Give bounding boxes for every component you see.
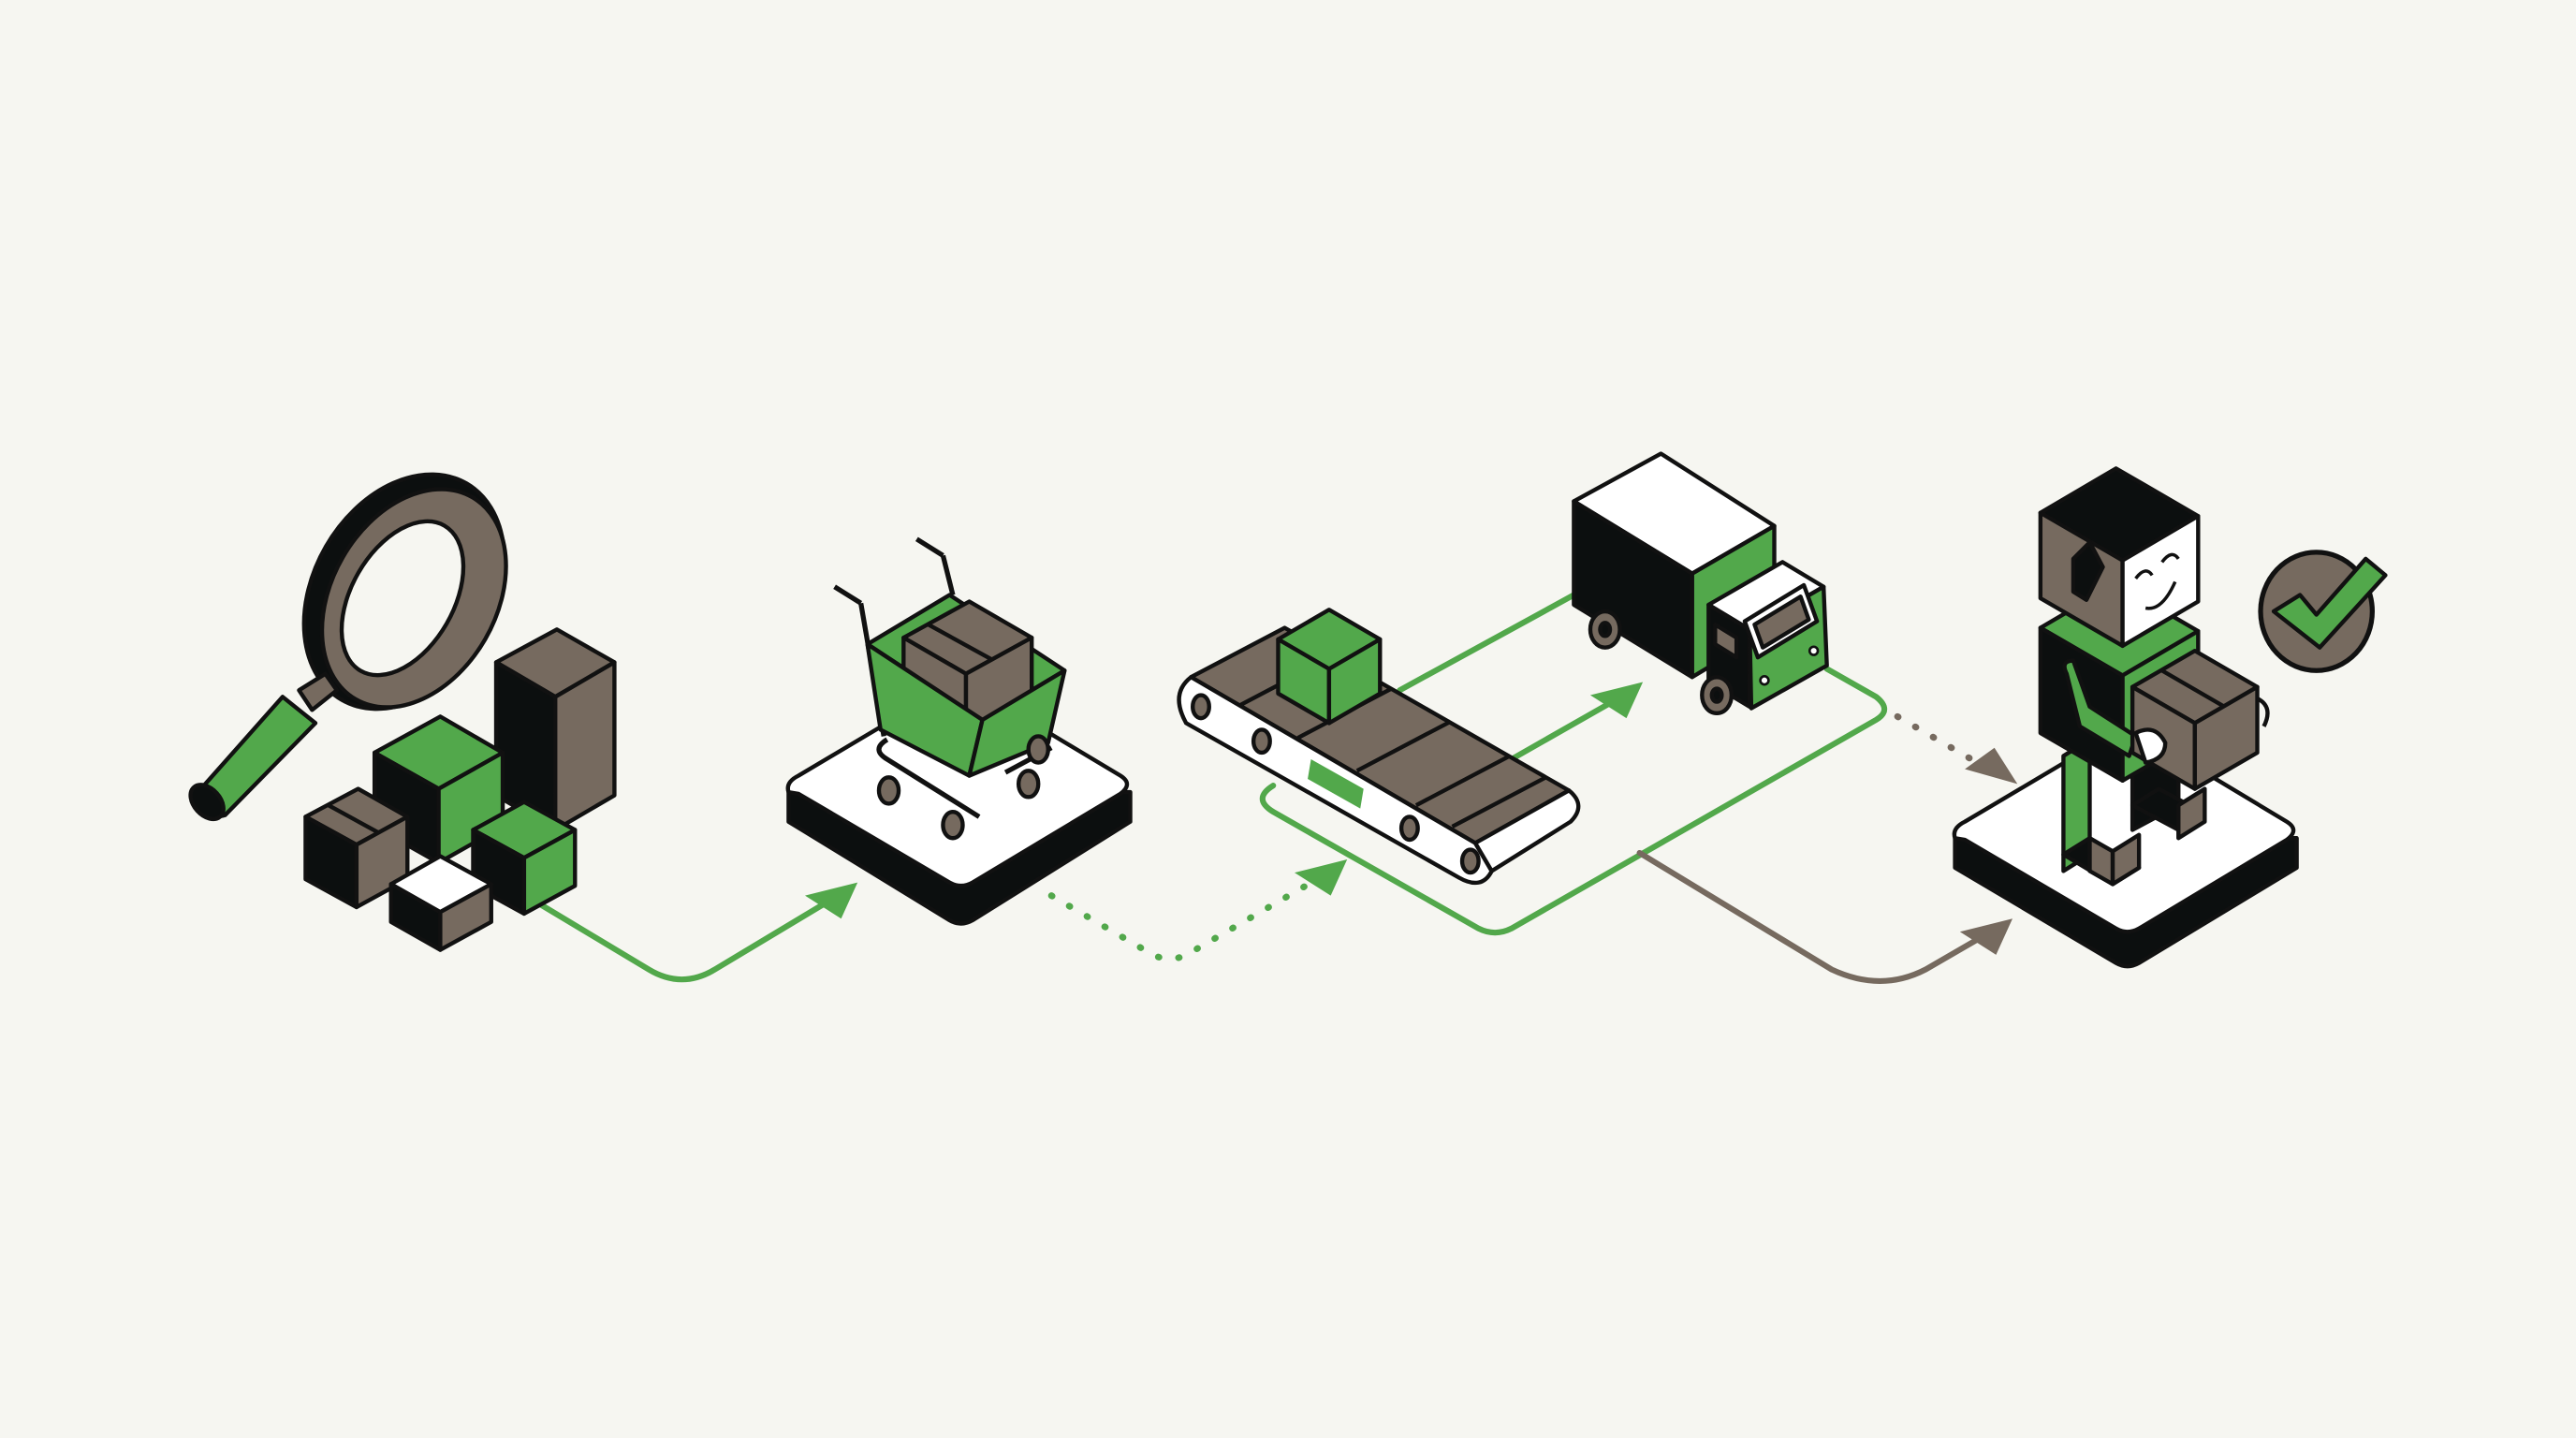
stage-truck <box>1572 451 1829 716</box>
conveyor-belt-icon <box>1177 625 1581 886</box>
connector-cart-to-conveyor <box>1047 877 1318 962</box>
connector-conveyor-to-truck <box>1508 695 1621 763</box>
arrow-head-2 <box>1295 859 1348 896</box>
stage-search <box>188 472 617 952</box>
stage-conveyor <box>1177 608 1581 886</box>
connector-loop <box>1259 666 1888 936</box>
connector-brown-to-customer <box>1636 849 1991 984</box>
connector-search-to-cart <box>531 897 833 983</box>
connector-truck-to-customer-dotted <box>1894 712 1975 763</box>
green-cube-small <box>471 800 578 917</box>
arrow-head-4 <box>1965 747 2018 785</box>
connector-belt-to-truck-upper <box>1397 592 1577 694</box>
tall-block <box>493 627 617 832</box>
arrow-head-3 <box>1589 682 1644 719</box>
person-holding-box-icon <box>2038 466 2270 887</box>
stage-cart <box>785 536 1133 926</box>
check-mark-icon <box>2258 550 2388 673</box>
arrow-head-1 <box>805 882 858 919</box>
delivery-truck-icon <box>1572 451 1829 716</box>
green-box-on-belt <box>1276 608 1383 726</box>
white-box <box>388 854 493 952</box>
stage-customer <box>1952 466 2388 969</box>
connector-paths <box>531 592 2018 984</box>
arrow-head-5 <box>1959 918 2012 955</box>
magnifying-glass-icon <box>188 472 508 822</box>
shopping-cart-icon <box>833 536 1067 841</box>
